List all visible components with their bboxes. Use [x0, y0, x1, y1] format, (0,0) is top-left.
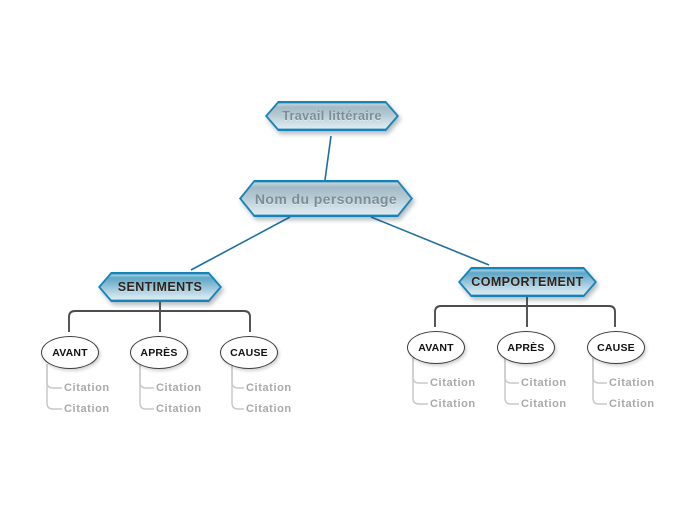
node-sentiments-avant[interactable]: AVANT	[41, 336, 99, 369]
connector-comportement-cause	[527, 305, 616, 327]
citation-leaf[interactable]: Citation	[521, 377, 567, 389]
citation-leaf[interactable]: Citation	[156, 382, 202, 394]
citation-elbow	[504, 358, 519, 405]
citation-elbow	[231, 364, 244, 410]
node-label: CAUSE	[230, 346, 268, 359]
node-comportement[interactable]: COMPORTEMENT	[458, 267, 597, 297]
node-label: COMPORTEMENT	[471, 275, 584, 289]
connector-central-to-comportement	[370, 216, 490, 266]
connector-comportement-avant	[434, 305, 527, 327]
node-nom-du-personnage[interactable]: Nom du personnage	[239, 180, 413, 217]
node-sentiments-apres[interactable]: APRÈS	[130, 336, 188, 369]
node-comportement-avant[interactable]: AVANT	[407, 331, 465, 364]
node-label: AVANT	[418, 341, 454, 354]
citation-leaf[interactable]: Citation	[64, 382, 110, 394]
hexagon-shape	[265, 101, 399, 131]
node-travail-litteraire[interactable]: Travail littéraire	[265, 101, 399, 131]
citation-leaf[interactable]: Citation	[609, 377, 655, 389]
node-comportement-apres[interactable]: APRÈS	[497, 331, 555, 364]
citation-leaf[interactable]: Citation	[156, 403, 202, 415]
node-label: APRÈS	[140, 346, 178, 359]
node-label: APRÈS	[507, 341, 545, 354]
node-comportement-cause[interactable]: CAUSE	[587, 331, 645, 364]
citation-leaf[interactable]: Citation	[64, 403, 110, 415]
node-sentiments-cause[interactable]: CAUSE	[220, 336, 278, 369]
connector-central-to-sentiments	[190, 216, 291, 271]
node-label: CAUSE	[597, 341, 635, 354]
node-label: Nom du personnage	[254, 190, 398, 207]
hexagon-shape	[458, 267, 597, 297]
node-sentiments[interactable]: SENTIMENTS	[98, 272, 222, 302]
citation-elbow	[592, 358, 607, 405]
citation-leaf[interactable]: Citation	[430, 377, 476, 389]
connector-sentiments-avant	[68, 310, 160, 332]
citation-leaf[interactable]: Citation	[521, 398, 567, 410]
citation-leaf[interactable]: Citation	[246, 403, 292, 415]
connector-central-to-root	[324, 135, 332, 181]
citation-leaf[interactable]: Citation	[246, 382, 292, 394]
citation-elbow	[139, 364, 154, 410]
citation-elbow	[412, 358, 428, 405]
citation-leaf[interactable]: Citation	[609, 398, 655, 410]
citation-elbow	[46, 364, 62, 410]
node-label: SENTIMENTS	[117, 280, 203, 294]
hexagon-shape	[98, 272, 222, 302]
connector-sentiments-cause	[160, 310, 251, 332]
node-label: Travail littéraire	[282, 109, 382, 123]
citation-leaf[interactable]: Citation	[430, 398, 476, 410]
hexagon-shape	[239, 180, 413, 217]
node-label: AVANT	[52, 346, 88, 359]
